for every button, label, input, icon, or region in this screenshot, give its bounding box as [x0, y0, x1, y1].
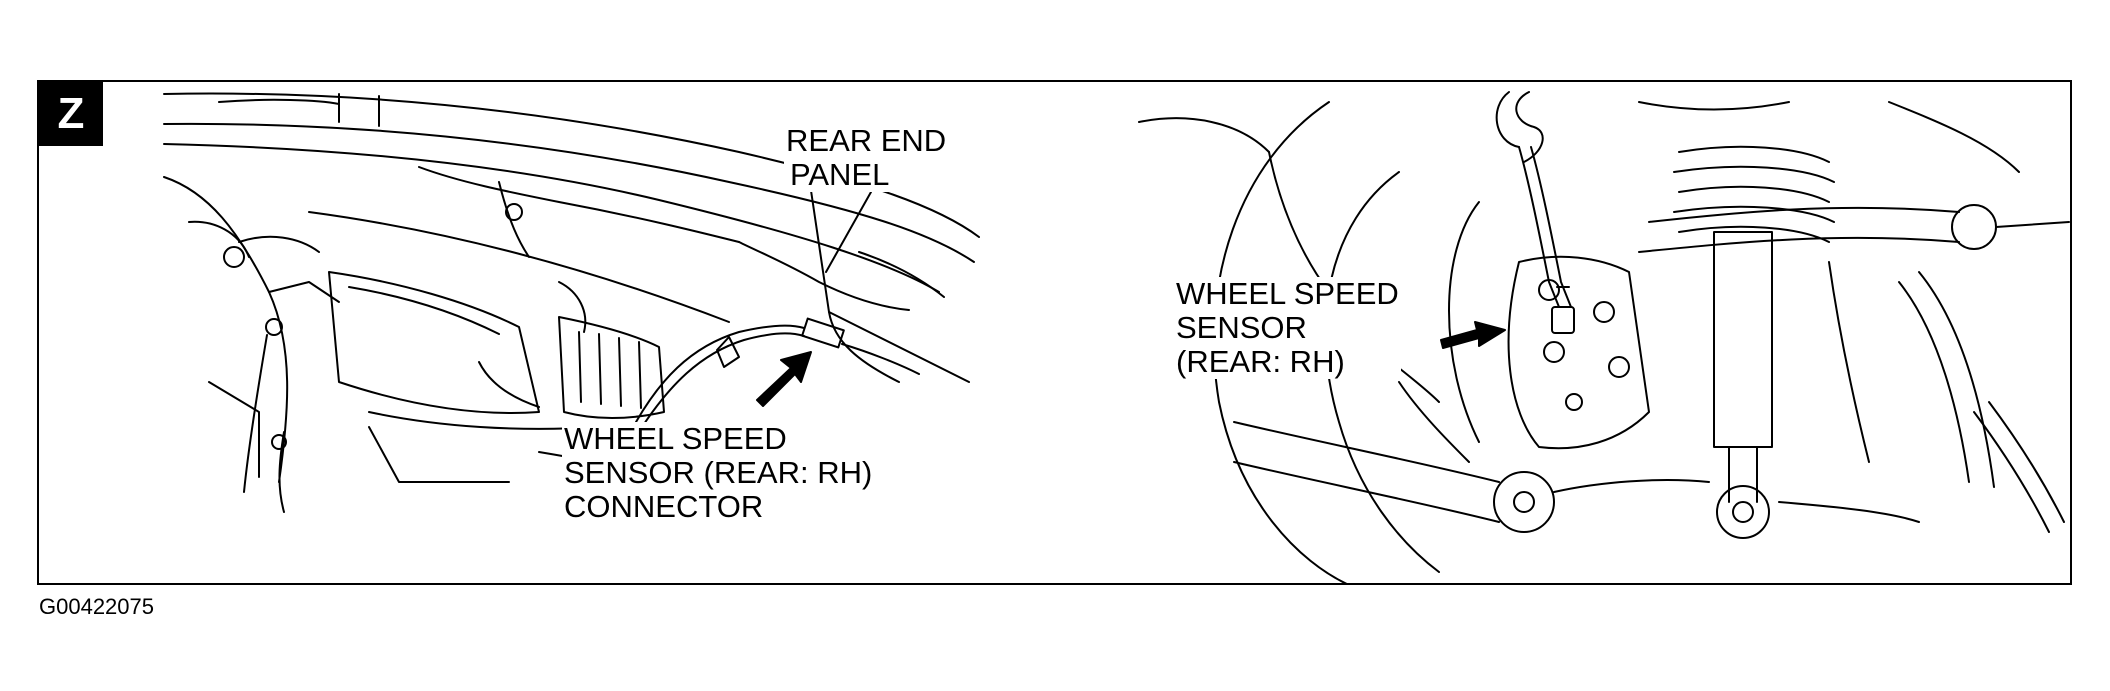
connector-arrow	[756, 351, 812, 407]
rear-end-panel-callout: REAR END PANEL	[784, 123, 949, 192]
line-art	[163, 91, 2070, 583]
callout-line: CONNECTOR	[564, 489, 764, 524]
callout-line: REAR END	[786, 123, 947, 158]
panel-leader-line	[825, 191, 872, 273]
callout-line: PANEL	[790, 157, 890, 192]
wheel-speed-sensor-connector-callout: WHEEL SPEED SENSOR (REAR: RH) CONNECTOR	[562, 421, 875, 524]
callout-line: WHEEL SPEED	[1176, 276, 1399, 311]
callout-line: (REAR: RH)	[1176, 344, 1345, 379]
section-badge: Z	[39, 82, 103, 146]
callout-line: SENSOR (REAR: RH)	[564, 455, 873, 490]
wheel-speed-sensor-callout: WHEEL SPEED SENSOR (REAR: RH)	[1174, 277, 1401, 379]
sensor-arrow	[1440, 321, 1506, 349]
callout-line: WHEEL SPEED	[564, 421, 787, 456]
figure-code: G00422075	[39, 594, 154, 619]
diagram-frame: Z REAR END PANEL WHEEL SPEED SENSOR (REA…	[37, 80, 2072, 585]
right-view-hub-drawing	[1138, 91, 2070, 583]
callout-line: SENSOR	[1176, 310, 1307, 345]
